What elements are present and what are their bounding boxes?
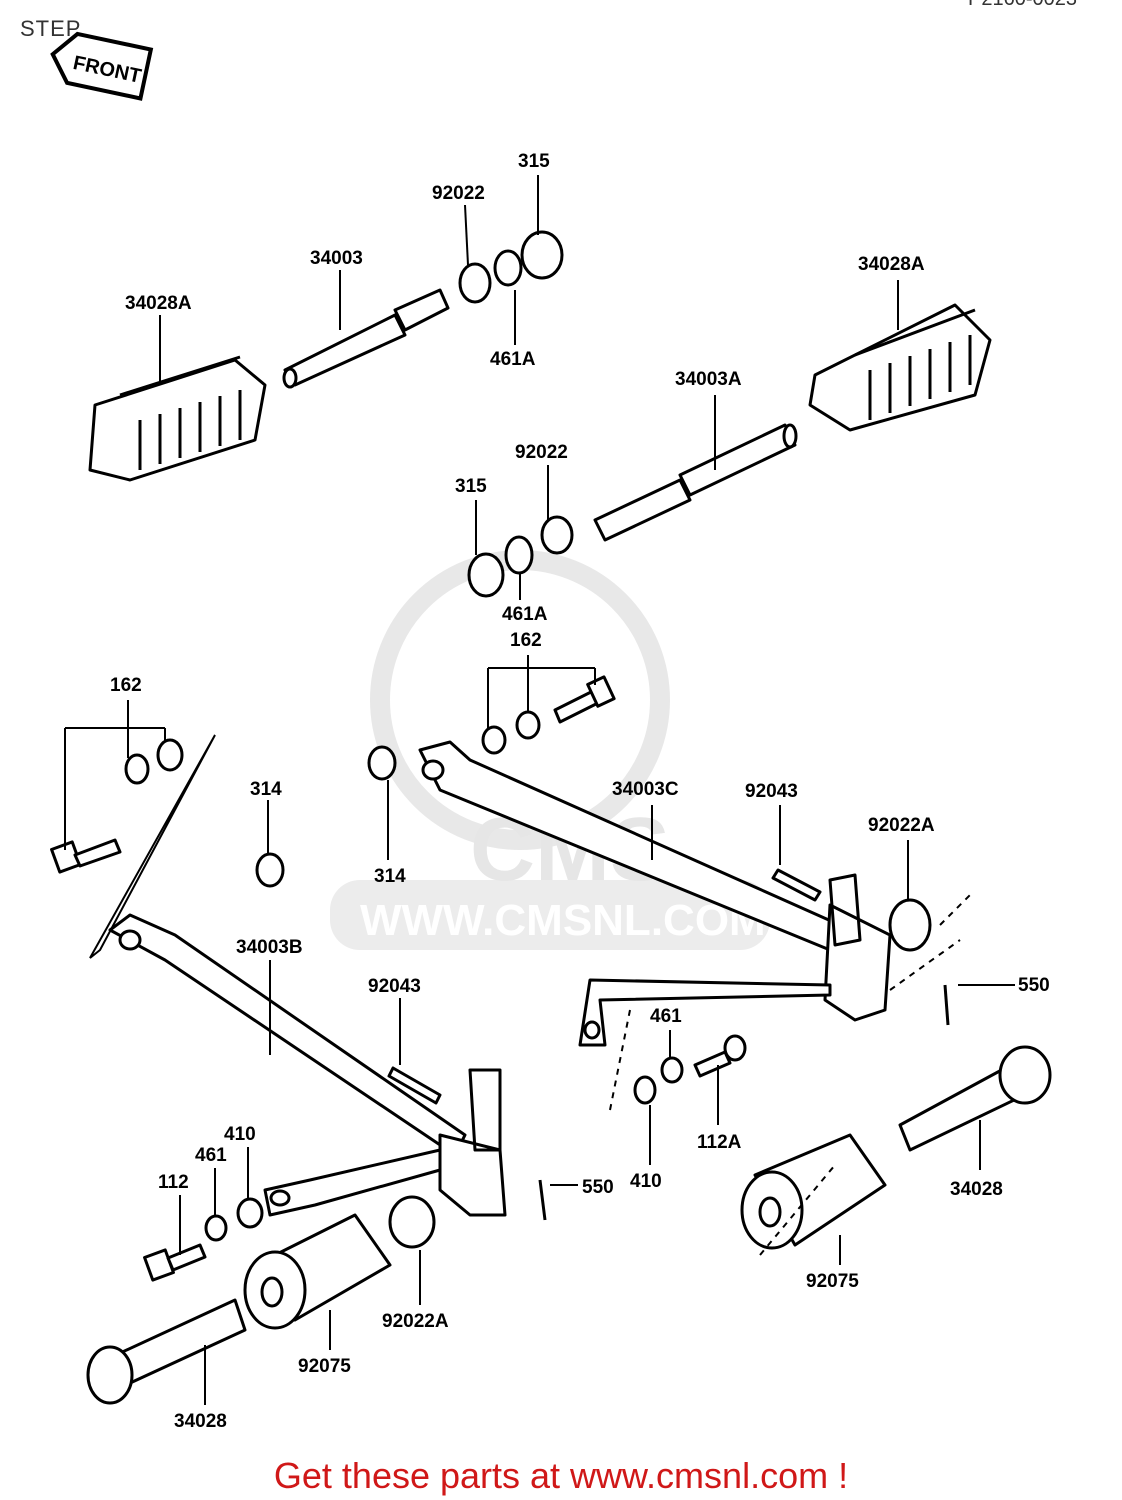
pin-92043-right (771, 868, 822, 902)
cotter-pin-550-right (943, 984, 950, 1026)
footrest-rubber-upper-right (808, 303, 992, 432)
nut-314-right (367, 745, 397, 781)
washer-461-right (660, 1056, 684, 1084)
part-label: 34003B (236, 937, 303, 958)
diagram-code: P2160-0023 (968, 0, 1077, 11)
leader-lines (64, 175, 1015, 1405)
bolt-112 (143, 1243, 207, 1282)
washer-92022-b (540, 515, 574, 555)
front-arrow-icon: FRONT (50, 31, 154, 101)
footrest-rubber-92075-left (243, 1213, 392, 1330)
part-label: 34003A (675, 369, 742, 390)
part-label: 550 (1018, 975, 1050, 996)
washer-92022A-right (888, 898, 932, 952)
washer-461A-a (493, 249, 523, 287)
part-labels: 315 92022 34003 34028A 461A 34028A 34003… (110, 151, 1050, 1432)
part-label: 92075 (806, 1271, 859, 1292)
part-label: 461 (195, 1145, 227, 1166)
part-label: 162 (510, 630, 542, 651)
part-label: 112A (697, 1132, 742, 1153)
cotter-pin-550-left (538, 1179, 547, 1221)
part-label: 410 (630, 1171, 662, 1192)
part-label: 92075 (298, 1356, 351, 1377)
part-label: 34028 (174, 1411, 227, 1432)
part-label: 162 (110, 675, 142, 696)
part-label: 314 (250, 779, 282, 800)
bolt-112A (693, 1034, 747, 1078)
pin-34028-left (86, 1298, 247, 1405)
nut-314-left (255, 852, 285, 888)
washer-410-right (633, 1075, 657, 1105)
part-label: 92022 (432, 183, 485, 204)
watermark-url: WWW.CMSNL.COM (360, 896, 766, 945)
part-label: 112 (158, 1172, 189, 1193)
part-label: 34003 (310, 248, 363, 269)
pin-34003 (282, 288, 450, 389)
part-label: 34028 (950, 1179, 1003, 1200)
part-label: 461A (502, 604, 548, 625)
washer-461-left (204, 1214, 228, 1242)
part-label: 461A (490, 349, 536, 370)
washer-92022-a (458, 262, 492, 304)
footer-link[interactable]: Get these parts at www.cmsnl.com ! (273, 1455, 849, 1496)
pin-34003A (593, 423, 798, 542)
bracket-34003C (418, 740, 892, 1047)
bracket-34003B (108, 913, 507, 1217)
footrest-rubber-92075-right (740, 1133, 887, 1250)
part-label: 34028A (125, 293, 192, 314)
washer-92022A-left (388, 1195, 436, 1249)
part-label: 34028A (858, 254, 925, 275)
part-label: 314 (374, 866, 406, 887)
part-label: 92022A (868, 815, 935, 836)
part-label: 550 (582, 1177, 614, 1198)
bolt-162-right (481, 675, 616, 755)
part-label: 92043 (368, 976, 421, 997)
nut-315-a (520, 230, 564, 280)
washer-410-left (236, 1197, 264, 1229)
footrest-rubber-upper-left (88, 355, 267, 482)
part-label: 315 (518, 151, 550, 172)
part-label: 315 (455, 476, 487, 497)
part-label: 92022A (382, 1311, 449, 1332)
part-label: 410 (224, 1124, 256, 1145)
nut-315-b (467, 552, 505, 598)
part-label: 92022 (515, 442, 568, 463)
part-label: 34003C (612, 779, 679, 800)
part-label: 92043 (745, 781, 798, 802)
bolt-162-left (50, 738, 184, 874)
pin-34028-right (898, 1045, 1052, 1152)
diagram-title: STEP (20, 16, 82, 41)
part-label: 461 (650, 1006, 682, 1027)
pin-92043-left (387, 1066, 442, 1105)
washer-461A-b (504, 535, 534, 575)
